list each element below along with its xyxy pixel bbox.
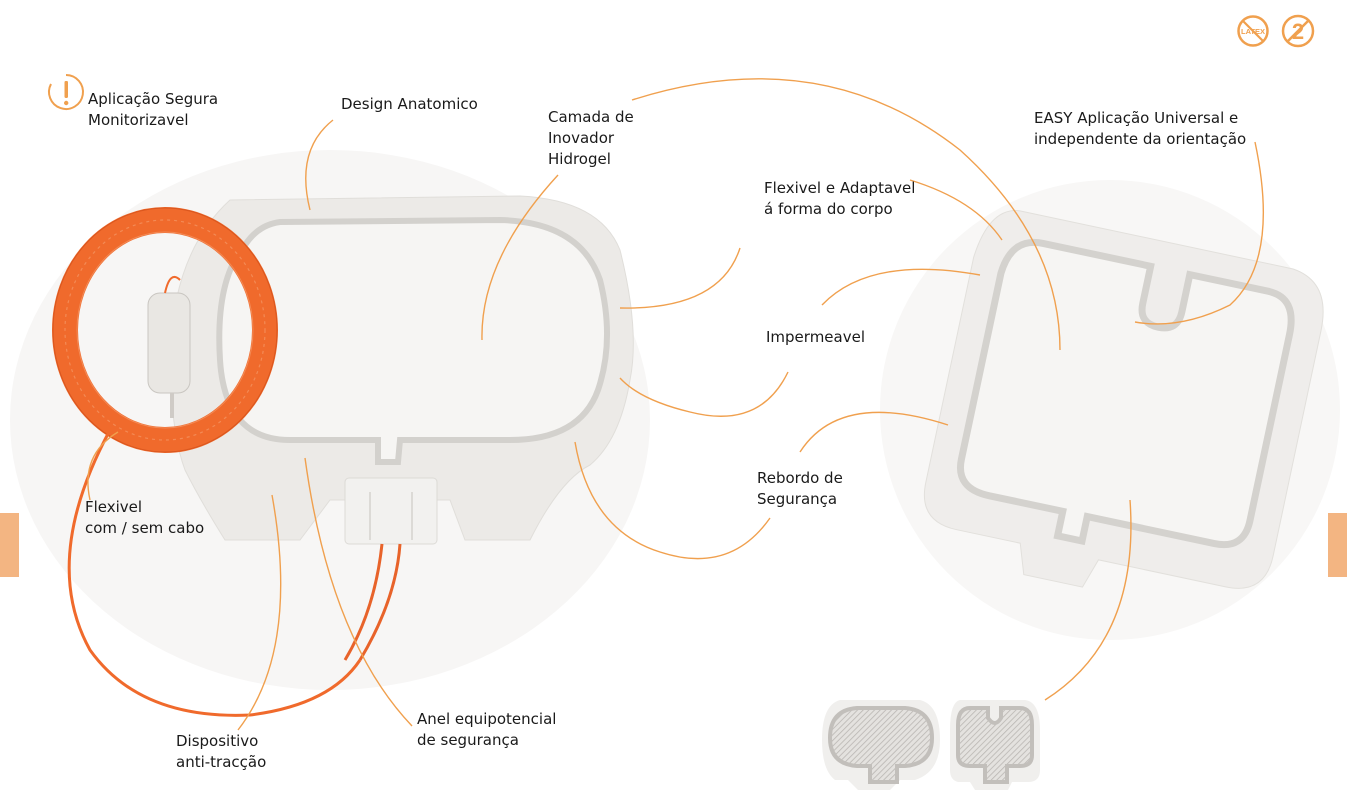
- label-waterproof: Impermeavel: [766, 328, 865, 346]
- label-safe-application: Aplicação Segura Monitorizavel: [88, 90, 219, 129]
- right-electrode-pad: [923, 210, 1324, 589]
- warning-icon: [48, 74, 84, 110]
- thumbnail-square-pad: [950, 700, 1040, 790]
- latex-free-icon: LATEX: [1237, 15, 1269, 47]
- label-flexible-cable: Flexivel com / sem cabo: [85, 498, 205, 537]
- left-side-tab: [0, 513, 19, 577]
- single-use-icon: 2: [1281, 14, 1315, 48]
- label-equipotential-ring: Anel equipotencial de segurança: [417, 710, 557, 749]
- label-hydrogel-layer: Camada de Inovador Hidrogel: [548, 108, 634, 168]
- leader-lines: [87, 78, 1264, 731]
- left-electrode-pad: [169, 195, 634, 661]
- cable-clip: [147, 292, 191, 394]
- label-easy-application: EASY Aplicação Universal e independente …: [1034, 109, 1247, 148]
- right-side-tab: [1328, 513, 1347, 577]
- latex-free-text: LATEX: [1241, 27, 1265, 36]
- label-flexible-adaptable: Flexivel e Adaptavel á forma do corpo: [764, 179, 916, 218]
- label-safety-border: Rebordo de Segurança: [757, 469, 843, 508]
- label-anti-traction: Dispositivo anti-tracção: [176, 732, 267, 771]
- connector-block: [344, 477, 438, 545]
- label-anatomic-design: Design Anatomico: [341, 95, 478, 113]
- thumbnail-oval-pad: [822, 700, 940, 790]
- lead-wire: [343, 543, 384, 661]
- coiled-cable: [52, 207, 362, 717]
